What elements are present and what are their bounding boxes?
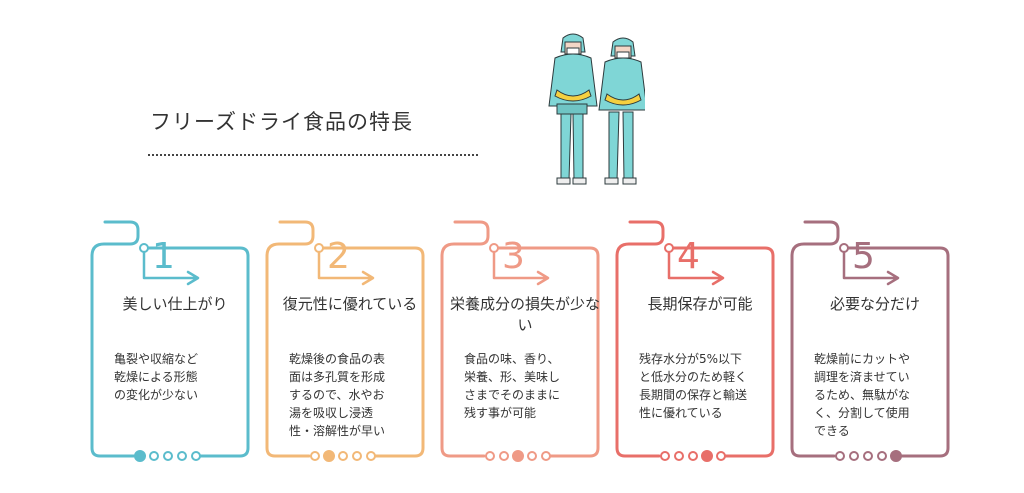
card-description-line: の変化が少ない	[114, 388, 199, 402]
card-description-line: 性・溶解性が早い	[289, 424, 386, 438]
workers-illustration	[548, 33, 645, 185]
card-border-line	[790, 220, 950, 458]
card-description-line: 乾燥前にカットや	[814, 352, 911, 366]
pagination-dot	[485, 451, 495, 461]
title-dotted-divider	[148, 154, 478, 156]
card-border-line	[615, 220, 775, 458]
pagination-dot	[849, 451, 859, 461]
pagination-dot	[163, 451, 173, 461]
card-description: 亀裂や収縮など乾燥による形態の変化が少ない	[114, 350, 244, 404]
card-description: 乾燥後の食品の表面は多孔質を形成するので、水やお湯を吸収し浸透性・溶解性が早い	[289, 350, 419, 440]
card-title: 美しい仕上がり	[122, 295, 228, 313]
pagination-dot	[191, 451, 201, 461]
card-description-line: 残存水分が5%以下	[639, 352, 743, 366]
card-description-line: 食品の味、香り、	[464, 352, 560, 366]
worker-left-figure	[548, 33, 598, 185]
arrow-right-icon	[667, 250, 725, 286]
pagination-dot	[149, 451, 159, 461]
pagination-dot	[835, 451, 845, 461]
card-description-line: 乾燥後の食品の表	[289, 352, 386, 366]
card-description-line: と低水分のため軽く	[639, 370, 748, 384]
pagination-dot	[890, 450, 902, 462]
card-description-line: 面は多孔質を形成	[289, 370, 386, 384]
card-title: 必要な分だけ	[829, 295, 920, 313]
card-description-line: 湯を吸収し浸透	[289, 406, 374, 420]
pagination-dot	[674, 451, 684, 461]
pagination-dot	[352, 451, 362, 461]
pagination-dot	[310, 451, 320, 461]
pagination-dot	[716, 451, 726, 461]
card-frame	[615, 220, 775, 462]
arrow-right-icon	[317, 250, 375, 286]
pagination-dot	[688, 451, 698, 461]
feature-card-3: 3 栄養成分の損失が少ない食品の味、香り、栄養、形、美味しさまでそのままに残す事が…	[440, 212, 610, 472]
arrow-right-icon	[142, 250, 200, 286]
card-border-line	[90, 220, 250, 458]
card-title: 長期保存が可能	[647, 295, 753, 313]
card-border-line	[265, 220, 425, 458]
card-description-line: 性に優れている	[639, 406, 723, 420]
card-description-line: 調理を済ませてい	[814, 370, 910, 384]
pagination-dot	[512, 450, 524, 462]
page-title: フリーズドライ食品の特長	[150, 110, 413, 134]
arrow-right-icon	[492, 250, 550, 286]
card-description: 残存水分が5%以下と低水分のため軽く長期間の保存と輸送性に優れている	[639, 350, 769, 422]
card-description-line: さまでそのままに	[464, 388, 561, 402]
pagination-dot	[863, 451, 873, 461]
card-title: 栄養成分の損失が少ない	[450, 295, 601, 334]
card-description-line: するので、水やお	[289, 388, 385, 402]
card-description-line: できる	[814, 424, 850, 438]
card-frame	[790, 220, 950, 462]
card-frame	[440, 220, 600, 462]
card-number: 5	[852, 236, 875, 277]
card-description-line: 亀裂や収縮など	[114, 352, 199, 366]
card-description-line: く、分割して使用	[814, 406, 910, 420]
card-number: 1	[152, 236, 175, 277]
feature-card-4: 4 長期保存が可能残存水分が5%以下と低水分のため軽く長期間の保存と輸送性に優れて…	[615, 212, 785, 472]
card-number: 3	[502, 236, 525, 277]
pagination-dot	[527, 451, 537, 461]
card-description-line: 栄養、形、美味し	[464, 370, 561, 384]
feature-card-5: 5 必要な分だけ乾燥前にカットや調理を済ませているため、無駄がなく、分割して使用で…	[790, 212, 960, 472]
worker-right-figure	[598, 37, 645, 185]
card-number: 4	[677, 236, 700, 277]
card-title: 復元性に優れている	[282, 295, 418, 313]
pagination-dot	[499, 451, 509, 461]
card-description: 食品の味、香り、栄養、形、美味しさまでそのままに残す事が可能	[464, 350, 594, 422]
card-frame	[265, 220, 425, 462]
feature-card-2: 2 復元性に優れている乾燥後の食品の表面は多孔質を形成するので、水やお湯を吸収し浸…	[265, 212, 435, 472]
card-description: 乾燥前にカットや調理を済ませているため、無駄がなく、分割して使用できる	[814, 350, 944, 440]
pagination-dot	[701, 450, 713, 462]
card-description-line: 長期間の保存と輸送	[639, 388, 748, 402]
card-description-line: 乾燥による形態	[114, 370, 198, 384]
arrow-right-icon	[842, 250, 900, 286]
card-description-line: 残す事が可能	[464, 406, 537, 420]
pagination-dot	[134, 450, 146, 462]
card-frame	[90, 220, 250, 462]
pagination-dot	[877, 451, 887, 461]
pagination-dot	[338, 451, 348, 461]
card-border-line	[440, 220, 600, 458]
pagination-dot	[323, 450, 335, 462]
pagination-dot	[177, 451, 187, 461]
pagination-dot	[366, 451, 376, 461]
pagination-dot	[660, 451, 670, 461]
card-description-line: るため、無駄がな	[814, 388, 911, 402]
feature-card-1: 1 美しい仕上がり亀裂や収縮など乾燥による形態の変化が少ない	[90, 212, 260, 472]
card-number: 2	[327, 236, 350, 277]
pagination-dot	[541, 451, 551, 461]
